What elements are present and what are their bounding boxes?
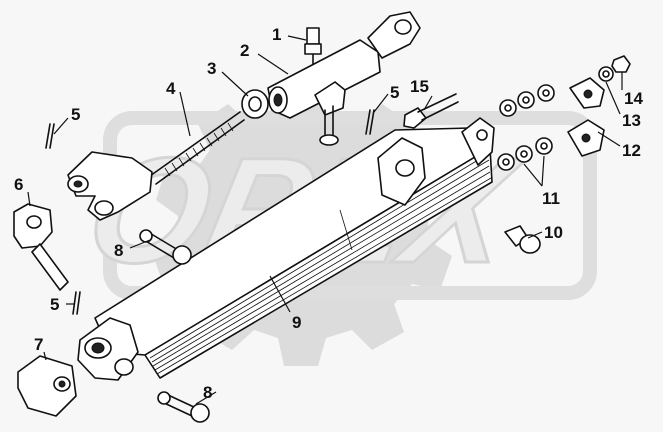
part-1-grease-nipple	[304, 27, 322, 65]
callout-14: 14	[624, 89, 643, 108]
part-13-washer	[598, 66, 614, 82]
callout-5c: 5	[50, 295, 59, 314]
part-10-pin	[504, 225, 541, 254]
part-9-lower-link-bar	[77, 117, 495, 381]
callout-6: 6	[14, 175, 23, 194]
part-2-sleeve-tube	[267, 11, 421, 146]
part-12-bracket	[567, 77, 605, 157]
callout-labels: 1 2 3 4 5 5 5 6 7 8 8 9 10 11 12 13 14 1…	[14, 25, 643, 402]
callout-8b: 8	[203, 383, 212, 402]
callout-5b: 5	[390, 83, 399, 102]
part-8b-pin	[157, 391, 210, 423]
leader-lines	[27, 35, 623, 405]
callout-4: 4	[166, 79, 176, 98]
callout-9: 9	[292, 313, 301, 332]
callout-13: 13	[622, 111, 641, 130]
callout-1: 1	[272, 25, 281, 44]
callout-5a: 5	[71, 105, 80, 124]
callout-7: 7	[34, 335, 43, 354]
part-3-washer	[241, 89, 269, 119]
callout-12: 12	[622, 141, 641, 160]
part-5c-cotter-pin	[72, 291, 81, 315]
callout-8a: 8	[114, 241, 123, 260]
part-5b-cotter-pin	[365, 109, 375, 135]
part-14-nut	[611, 55, 631, 73]
callout-11: 11	[542, 189, 560, 208]
part-6-plate-bracket	[13, 203, 69, 291]
callout-3: 3	[207, 59, 216, 78]
part-11-washers-nuts	[497, 84, 555, 171]
part-4-threaded-fork-rod	[67, 111, 245, 221]
part-7-block	[17, 355, 77, 417]
part-5a-cotter-pin	[45, 123, 55, 149]
callout-2: 2	[240, 41, 249, 60]
callout-15: 15	[410, 77, 429, 96]
part-8a-pin	[139, 229, 192, 265]
callout-10: 10	[544, 223, 563, 242]
